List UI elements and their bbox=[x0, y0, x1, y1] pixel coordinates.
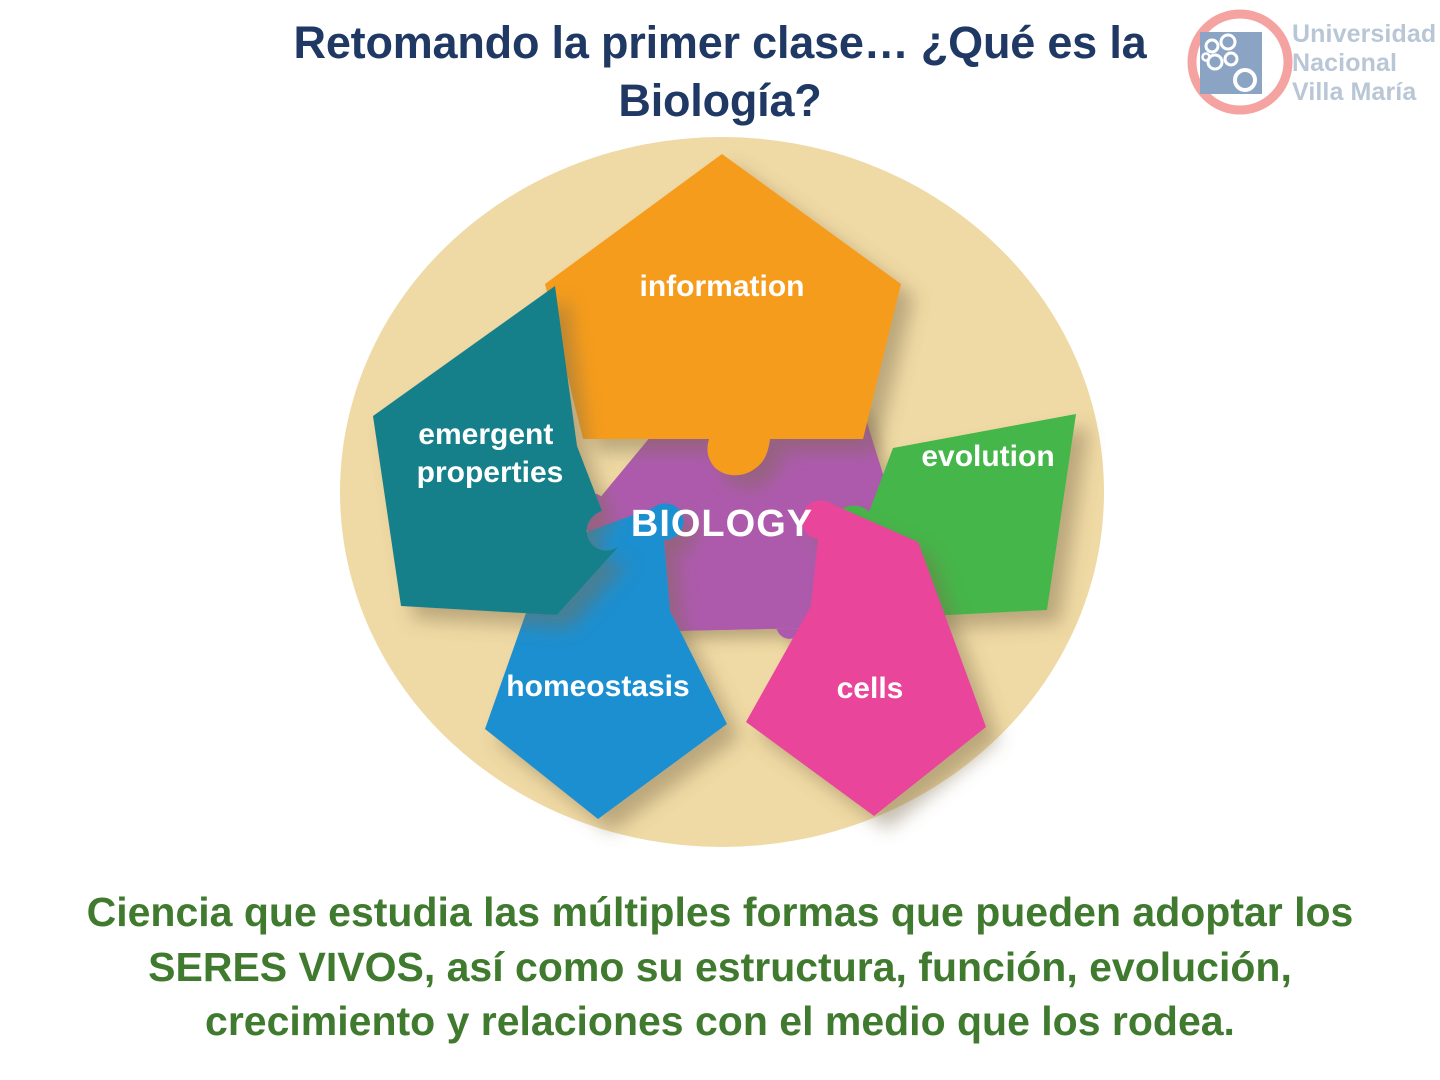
label-evolution: evolution bbox=[921, 440, 1054, 473]
label-emergent-line1: emergent bbox=[418, 418, 553, 451]
puzzle-piece-information bbox=[545, 154, 901, 476]
puzzle-piece-cells bbox=[746, 500, 986, 816]
label-homeostasis: homeostasis bbox=[506, 670, 689, 703]
slide-caption: Ciencia que estudia las múltiples formas… bbox=[86, 889, 1354, 1045]
page-title: Retomando la primer clase… ¿Qué es la Bi… bbox=[293, 17, 1147, 126]
puzzle-piece-emergent-properties bbox=[373, 286, 620, 615]
label-information: information bbox=[640, 270, 805, 303]
logo-mark-icon bbox=[1182, 6, 1294, 118]
label-cells: cells bbox=[837, 672, 904, 705]
label-emergent-properties: emergent properties bbox=[417, 418, 564, 489]
logo: Universidad Nacional Villa María bbox=[1174, 2, 1436, 130]
biology-pentagon-puzzle-diagram: information evolution cells homeostasis … bbox=[340, 136, 1105, 856]
label-biology: BIOLOGY bbox=[631, 503, 813, 545]
logo-text: Universidad Nacional Villa María bbox=[1292, 20, 1437, 106]
label-emergent-line2: properties bbox=[417, 456, 564, 489]
